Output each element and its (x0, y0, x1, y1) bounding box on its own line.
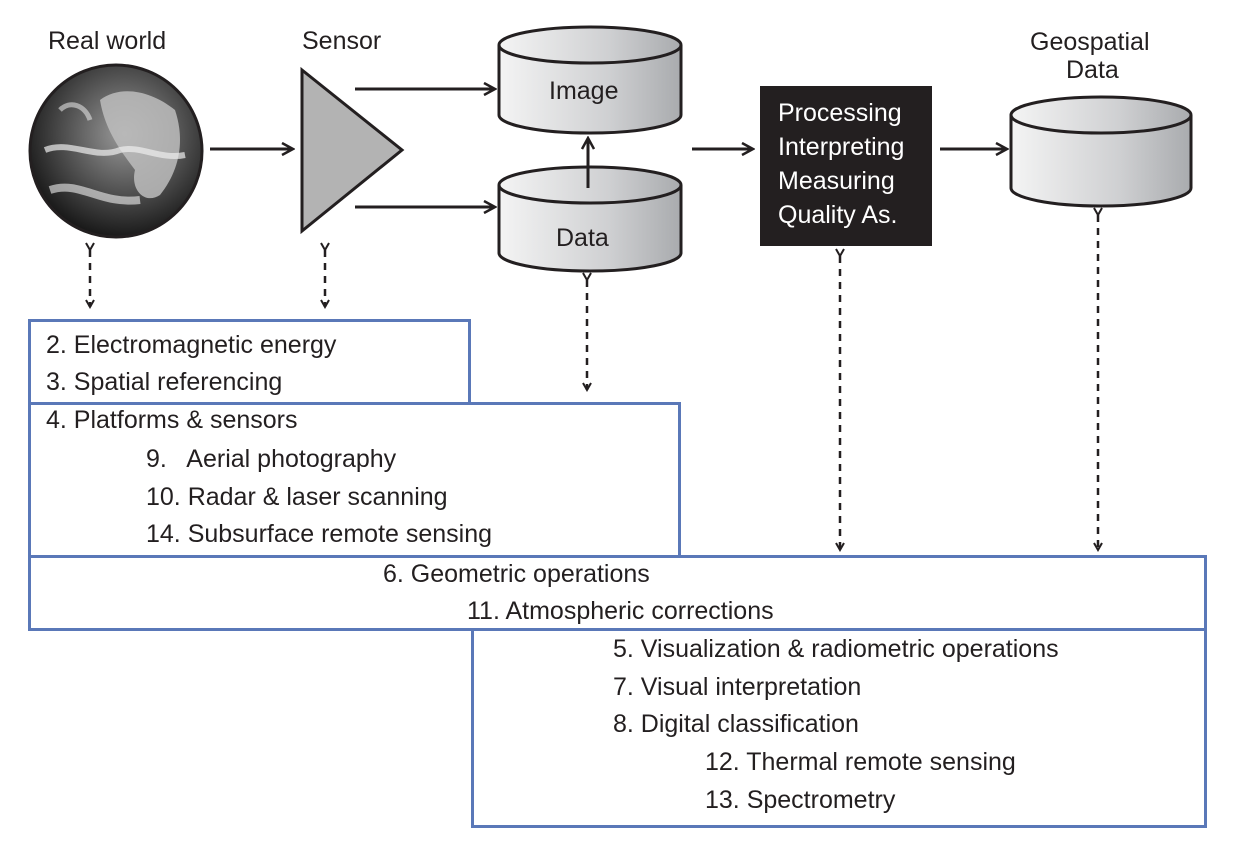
image-database-icon (497, 25, 683, 135)
chapter-item: 7. Visual interpretation (613, 673, 862, 701)
processing-line: Measuring (778, 167, 895, 195)
geospatial-label-line2: Data (1066, 56, 1119, 84)
chapter-item: 2. Electromagnetic energy (46, 331, 337, 359)
processing-line: Interpreting (778, 133, 905, 161)
sensor-label: Sensor (302, 27, 382, 55)
processing-line: Processing (778, 99, 902, 127)
chapter-item: 10. Radar & laser scanning (146, 483, 448, 511)
chapter-box-processing-chapters (471, 628, 1207, 828)
chapter-item: 6. Geometric operations (383, 560, 650, 588)
real-world-label: Real world (48, 27, 167, 55)
chapter-item: 8. Digital classification (613, 710, 859, 738)
chapter-item: 13. Spectrometry (705, 786, 896, 814)
geospatial-database-icon (1009, 95, 1193, 208)
chapter-item: 9. Aerial photography (146, 445, 397, 473)
dashed-links (90, 215, 1098, 550)
data-database-icon (497, 165, 683, 273)
sensor-triangle-icon (300, 66, 405, 235)
chapter-item: 5. Visualization & radiometric operation… (613, 635, 1059, 663)
processing-box: Processing Interpreting Measuring Qualit… (760, 86, 932, 246)
chapter-item: 4. Platforms & sensors (46, 406, 298, 434)
chapter-item: 3. Spatial referencing (46, 368, 283, 396)
chapter-item: 14. Subsurface remote sensing (146, 520, 493, 548)
chapter-item: 11. Atmospheric corrections (467, 597, 774, 625)
earth-globe-icon (28, 63, 204, 239)
geospatial-label-line1: Geospatial (1030, 28, 1150, 56)
data-db-label: Data (556, 224, 609, 252)
processing-line: Quality As. (778, 201, 898, 229)
image-db-label: Image (549, 77, 619, 105)
chapter-item: 12. Thermal remote sensing (705, 748, 1016, 776)
